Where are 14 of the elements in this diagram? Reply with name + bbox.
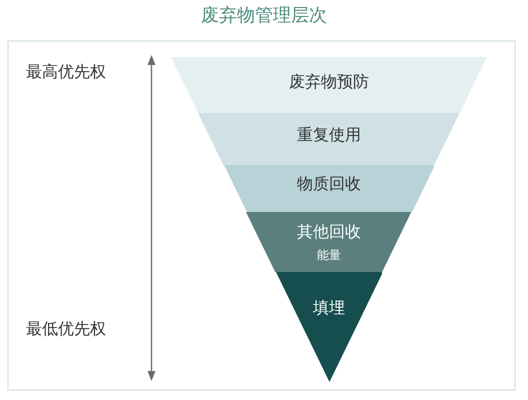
hierarchy-tier [246, 212, 412, 272]
priority-label: 最高优先权 [26, 63, 106, 83]
tier-label: 填埋 [312, 299, 345, 319]
hierarchy-tier [171, 57, 487, 113]
hierarchy-tier [276, 272, 382, 382]
tier-label: 重复使用 [296, 126, 361, 146]
tier-label: 其他回收 [296, 223, 361, 243]
hierarchy-tier [198, 113, 460, 165]
hierarchy-tier [224, 165, 434, 212]
tier-label: 物质回收 [296, 175, 361, 195]
priority-label: 最低优先权 [26, 320, 106, 340]
tier-label: 废弃物预防 [289, 73, 369, 93]
diagram-title: 废弃物管理层次 [201, 4, 327, 28]
tier-sublabel: 能量 [316, 247, 341, 263]
